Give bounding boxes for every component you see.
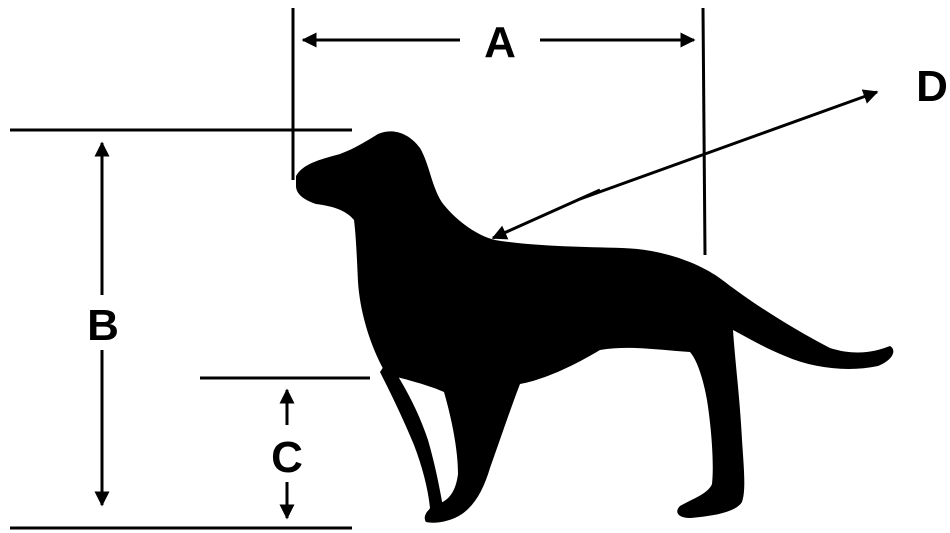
d-dimension-line-end bbox=[580, 92, 877, 199]
dog-silhouette bbox=[296, 131, 893, 522]
a-right-extension-line bbox=[703, 8, 705, 255]
label-c: C bbox=[271, 433, 303, 482]
label-b: B bbox=[87, 301, 119, 350]
label-a: A bbox=[484, 18, 516, 67]
label-d: D bbox=[916, 62, 948, 111]
measurement-d bbox=[493, 92, 877, 238]
